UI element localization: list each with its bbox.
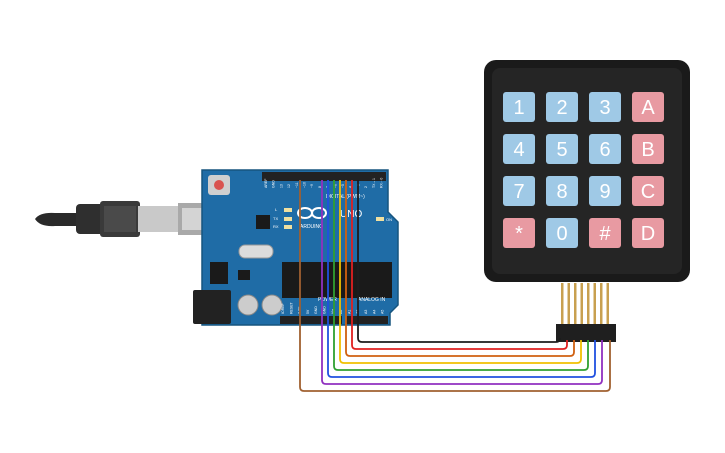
key-2[interactable]: 2 (546, 92, 578, 122)
wire (327, 180, 596, 378)
wire (345, 180, 575, 357)
ribbon-pin (593, 283, 596, 325)
key-c[interactable]: C (632, 176, 664, 206)
power-header (280, 316, 342, 324)
top-pin-label: 4 (349, 186, 353, 188)
key-a[interactable]: A (632, 92, 664, 122)
top-pin-label: ~11 (295, 182, 299, 188)
brand-text: ARDUINO (300, 224, 323, 230)
key-9[interactable]: 9 (589, 176, 621, 206)
top-pin-label: ~9 (310, 184, 314, 188)
svg-text:9: 9 (599, 181, 610, 203)
top-pin-label: ~6 (333, 184, 337, 188)
ribbon-pin (606, 283, 609, 325)
svg-text:4: 4 (513, 139, 524, 161)
key-6[interactable]: 6 (589, 134, 621, 164)
bottom-pin-label: GND (314, 306, 318, 314)
svg-text:0: 0 (556, 223, 567, 245)
l-label: L (275, 207, 278, 212)
ribbon-pin (580, 283, 583, 325)
usb-cable[interactable] (35, 201, 226, 237)
svg-text:D: D (641, 223, 655, 245)
top-pin-label: 8 (318, 186, 322, 188)
key-0[interactable]: 0 (546, 218, 578, 248)
top-pin-label: ~10 (303, 182, 307, 188)
ribbon-pin (561, 283, 564, 325)
arduino-logo (297, 207, 327, 219)
rx-label: RX (273, 224, 279, 229)
bottom-pin-label: A5 (381, 310, 385, 314)
keypad-connector (556, 324, 616, 342)
keypad-ribbon (561, 283, 609, 325)
key-1[interactable]: 1 (503, 92, 535, 122)
key-b[interactable]: B (632, 134, 664, 164)
keypad[interactable]: 1 2 3 A 4 5 6 B 7 8 9 C * 0 # D (484, 60, 690, 342)
digital-header (262, 172, 386, 181)
svg-text:3: 3 (599, 97, 610, 119)
atmega-chip (282, 262, 392, 298)
key-4[interactable]: 4 (503, 134, 535, 164)
ribbon-pin (587, 283, 590, 325)
bottom-pin-label: RESET (289, 301, 293, 314)
bottom-pin-label: GND (323, 306, 327, 314)
top-pin-label: 13 (279, 184, 283, 188)
key-d[interactable]: D (632, 218, 664, 248)
bottom-pin-label: A0 (339, 310, 343, 314)
wire (321, 180, 603, 385)
bottom-pin-label: A4 (372, 310, 376, 314)
top-pin-label: 2 (364, 186, 368, 188)
wire (299, 180, 611, 392)
svg-text:8: 8 (556, 181, 567, 203)
key-5[interactable]: 5 (546, 134, 578, 164)
key-7[interactable]: 7 (503, 176, 535, 206)
key-3[interactable]: 3 (589, 92, 621, 122)
on-label: ON (386, 217, 392, 222)
crystal (238, 244, 274, 259)
svg-text:2: 2 (556, 97, 567, 119)
wire (357, 180, 561, 343)
bottom-pin-label: IOREF (281, 303, 285, 314)
ribbon-pin (567, 283, 570, 325)
svg-text:B: B (641, 139, 654, 161)
svg-text:C: C (641, 181, 655, 203)
svg-text:1: 1 (513, 97, 524, 119)
top-pin-label: TX→1 (372, 178, 376, 188)
key-hash[interactable]: # (589, 218, 621, 248)
top-pin-label: ~5 (341, 184, 345, 188)
analog-header (346, 316, 388, 324)
bottom-pin-label: A1 (347, 310, 351, 314)
key-star[interactable]: * (503, 218, 535, 248)
wire (351, 180, 568, 350)
top-pin-label: 12 (287, 184, 291, 188)
svg-text:A: A (641, 97, 655, 119)
wires (299, 180, 611, 392)
svg-text:*: * (515, 223, 523, 245)
bottom-pin-label: A3 (364, 310, 368, 314)
svg-text:6: 6 (599, 139, 610, 161)
top-pin-label: RX←0 (380, 178, 384, 188)
svg-text:#: # (599, 223, 611, 245)
svg-text:5: 5 (556, 139, 567, 161)
arduino-board[interactable]: UNO ARDUINO DIGITAL (PWM~) POWER ANALOG … (193, 169, 399, 326)
bottom-pin-label: Vin (331, 309, 335, 314)
top-pin-label: AREF (264, 179, 268, 188)
bottom-pin-label: 5V (306, 309, 310, 314)
power-jack[interactable] (193, 290, 231, 324)
top-pin-label: GND (272, 180, 276, 188)
wire (339, 180, 582, 364)
key-8[interactable]: 8 (546, 176, 578, 206)
ribbon-pin (600, 283, 603, 325)
ribbon-pin (574, 283, 577, 325)
analog-label: ANALOG IN (358, 297, 386, 303)
wire (333, 180, 589, 371)
tx-label: TX (273, 216, 278, 221)
svg-text:7: 7 (513, 181, 524, 203)
